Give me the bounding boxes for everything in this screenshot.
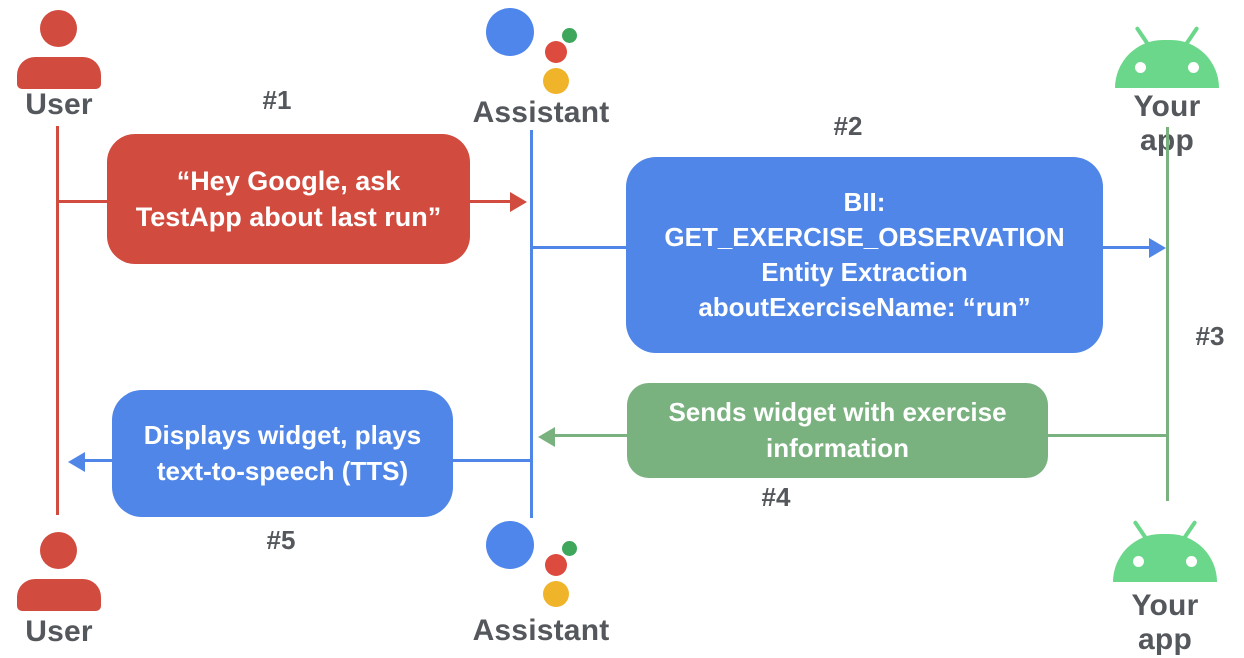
message-1-line-right <box>470 200 510 203</box>
user-icon <box>17 10 101 90</box>
user-top-label: User <box>25 88 93 121</box>
user-body-shape <box>17 579 101 611</box>
user-head-shape <box>40 10 77 47</box>
message-5-line-right <box>453 459 530 462</box>
assistant-blue-dot <box>486 521 534 569</box>
message-5-box: Displays widget, plays text-to-speech (T… <box>112 390 453 517</box>
message-4-line-left <box>555 434 627 437</box>
android-head-shape <box>1113 534 1217 582</box>
assistant-red-dot <box>545 41 567 63</box>
user-lifeline <box>56 126 59 515</box>
your-app-lifeline <box>1166 127 1169 501</box>
message-2-line-right <box>1103 246 1149 249</box>
user-body-shape <box>17 57 101 89</box>
android-eye-right <box>1186 556 1197 567</box>
user-bottom-label: User <box>25 615 93 648</box>
assistant-green-dot <box>562 541 577 556</box>
user-head-shape <box>40 532 77 569</box>
message-1-box: “Hey Google, ask TestApp about last run” <box>107 134 470 264</box>
android-head-shape <box>1115 40 1219 88</box>
assistant-icon <box>486 8 582 96</box>
step-2-label: #2 <box>833 111 863 141</box>
message-4-line-right <box>1048 434 1166 437</box>
assistant-bottom-label: Assistant <box>472 614 610 647</box>
step-5-label: #5 <box>266 525 296 555</box>
assistant-yellow-dot <box>543 581 569 607</box>
android-eye-left <box>1133 556 1144 567</box>
step-1-label: #1 <box>262 85 292 115</box>
step-4-label: #4 <box>761 482 791 512</box>
assistant-lifeline <box>530 130 533 518</box>
message-2-box: BII: GET_EXERCISE_OBSERVATION Entity Ext… <box>626 157 1103 353</box>
assistant-yellow-dot <box>543 68 569 94</box>
android-eye-right <box>1188 62 1199 73</box>
android-icon-bottom <box>1113 518 1217 582</box>
message-2-line-left <box>533 246 626 249</box>
message-4-arrowhead <box>538 427 555 447</box>
android-icon <box>1115 24 1219 88</box>
message-2-arrowhead <box>1149 238 1166 258</box>
message-1-arrowhead <box>510 192 527 212</box>
your-app-bottom-label: Your app <box>1131 589 1199 656</box>
message-4-box: Sends widget with exercise information <box>627 383 1048 478</box>
android-eye-left <box>1135 62 1146 73</box>
assistant-blue-dot <box>486 8 534 56</box>
assistant-top-label: Assistant <box>472 96 610 129</box>
assistant-green-dot <box>562 28 577 43</box>
user-icon-bottom <box>17 532 101 612</box>
step-3-label: #3 <box>1195 321 1225 351</box>
message-1-line-left <box>58 200 107 203</box>
assistant-red-dot <box>545 554 567 576</box>
message-5-arrowhead <box>68 452 85 472</box>
message-5-line-left <box>85 459 112 462</box>
assistant-icon-bottom <box>486 521 582 609</box>
